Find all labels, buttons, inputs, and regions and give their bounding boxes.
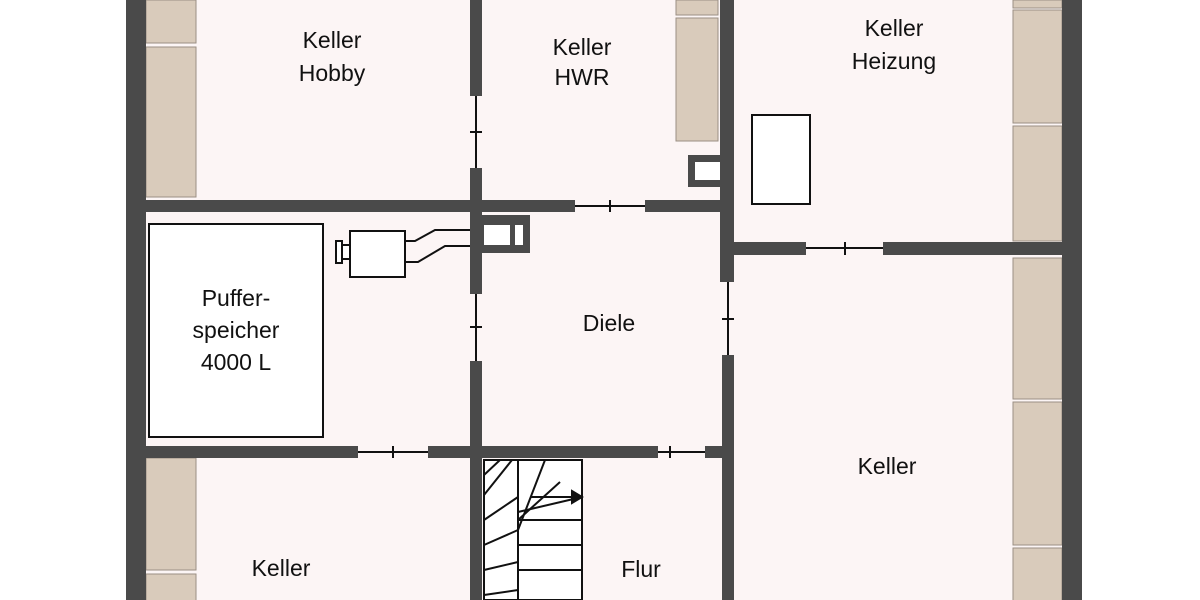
room-label-diele: Diele — [583, 310, 635, 336]
doors — [358, 96, 883, 458]
small-chimney-icon — [688, 155, 720, 187]
walls — [126, 0, 1082, 600]
room-label-keller-right: Keller — [858, 453, 917, 479]
room-label-flur: Flur — [621, 556, 661, 582]
boiler — [751, 114, 811, 205]
chimney-icon — [482, 215, 530, 253]
buffer-tank — [148, 223, 324, 438]
burner-icon — [335, 229, 470, 278]
shelves — [145, 0, 1063, 600]
staircase[interactable] — [483, 459, 584, 600]
room-label-keller-bottom-left: Keller — [252, 555, 311, 581]
